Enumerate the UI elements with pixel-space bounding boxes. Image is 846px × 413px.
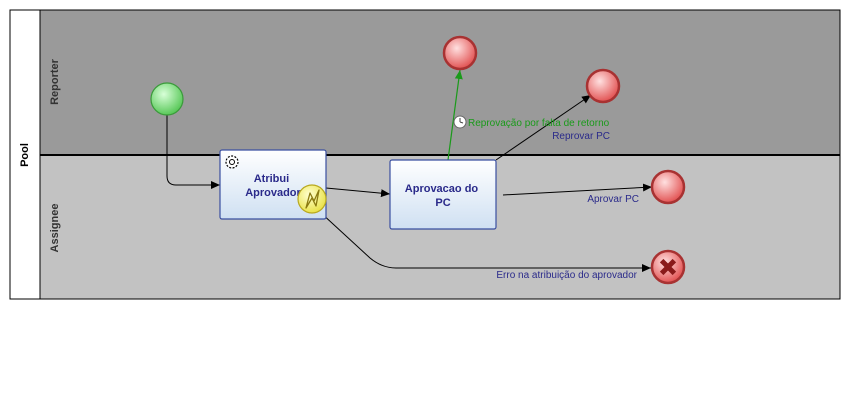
error-end-event[interactable] [650, 249, 686, 285]
boundary-error-event[interactable] [297, 184, 327, 214]
label-timeout: Reprovação por falta de retorno [468, 118, 610, 129]
start-event[interactable] [150, 82, 184, 116]
end-event-timeout[interactable] [442, 35, 478, 71]
flow-reprovar[interactable] [495, 94, 592, 161]
service-task-gear-icon [225, 155, 239, 169]
lane-reporter[interactable]: Reporter [39, 9, 841, 156]
end-event-aprovar[interactable] [650, 169, 686, 205]
timer-icon [453, 115, 467, 129]
flow-timeout[interactable] [447, 69, 463, 161]
lightning-icon [305, 189, 320, 209]
label-aprovar: Aprovar PC [587, 194, 639, 205]
flow-atribui-to-aprovacao[interactable] [325, 187, 391, 198]
task-aprovacao-do-pc[interactable]: Aprovacao do PC [389, 159, 497, 230]
svg-text:Aprovacao do PC: Aprovacao do PC [405, 183, 481, 209]
flow-aprovar[interactable] [502, 183, 653, 196]
label-erro: Erro na atribuição do aprovador [496, 270, 637, 281]
svg-text:Atribui Aprovador: Atribui Aprovador [245, 173, 301, 199]
task-aprovacao-line2: PC [435, 197, 450, 209]
task-aprovacao-line1: Aprovacao do [405, 183, 479, 195]
flow-erro[interactable] [319, 211, 651, 272]
end-event-reprovar[interactable] [585, 68, 621, 104]
pool-label: Pool [19, 143, 31, 167]
label-reprovar: Reprovar PC [552, 131, 610, 142]
lane-assignee-label: Assignee [49, 204, 61, 253]
task-atribui-line1: Atribui [254, 173, 289, 185]
cross-icon [659, 258, 677, 276]
lane-reporter-label: Reporter [49, 58, 61, 105]
flow-start-to-atribui[interactable] [166, 115, 220, 189]
task-atribui-line2: Aprovador [245, 187, 301, 199]
